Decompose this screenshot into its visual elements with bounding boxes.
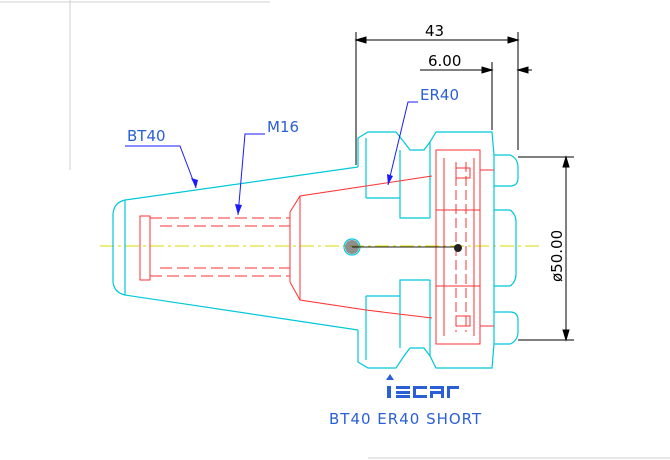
label-collet: ER40 <box>420 86 459 104</box>
holder-outline <box>112 131 519 369</box>
leader-arrow-m16 <box>235 204 242 215</box>
dimension-overall-length: 43 <box>425 22 444 40</box>
iscar-logo <box>386 374 459 398</box>
dimension-diameter: ø50.00 <box>548 230 566 282</box>
leader-arrow-er40 <box>387 174 393 185</box>
leader-lines <box>125 101 418 216</box>
leader-arrow-bt40 <box>191 178 198 188</box>
dimension-offset: 6.00 <box>428 52 461 70</box>
datum-mark-right <box>454 244 462 252</box>
label-holder: BT40 <box>127 127 166 145</box>
label-thread: M16 <box>267 118 299 136</box>
hidden-lines <box>139 149 494 345</box>
dimension-lines <box>354 32 574 342</box>
drawing-title: BT40 ER40 SHORT <box>329 410 482 428</box>
